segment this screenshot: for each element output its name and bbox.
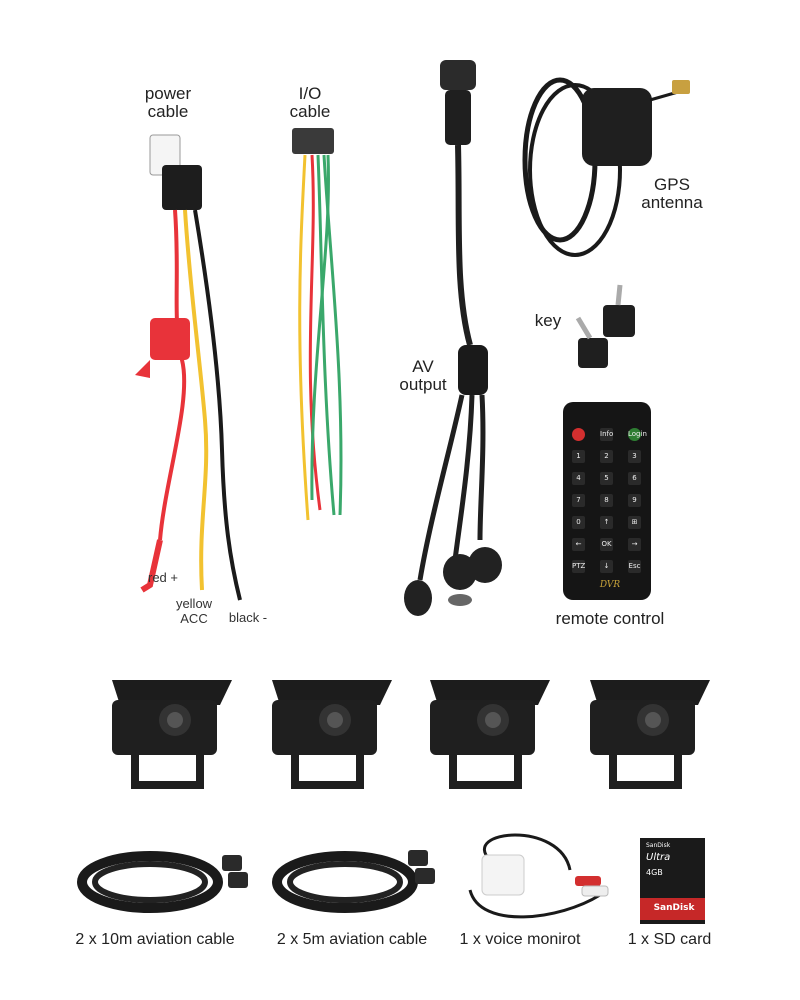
remote-brand: DVR [599, 580, 621, 590]
key-0: 0 [572, 516, 585, 529]
aviation-cable-5m [272, 850, 435, 913]
power-cable-label: power cable [144, 84, 192, 121]
key-9: 9 [628, 494, 641, 507]
yellow-wire-label: yellow ACC [175, 596, 213, 626]
remote-control-label: remote control [555, 609, 665, 628]
camera-1 [112, 680, 232, 789]
aviation-cable-10m [77, 851, 248, 913]
key-label: key [534, 311, 562, 330]
voice-monitor [468, 833, 609, 919]
io-cable-label: I/O cable [289, 84, 331, 121]
caption-voice-monitor: 1 x voice monirot [459, 931, 581, 948]
left-key: ← [572, 538, 585, 551]
key-6: 6 [628, 472, 641, 485]
sd-card-capacity: 4GB [646, 868, 663, 877]
login-key: Login [628, 428, 647, 441]
key-4: 4 [572, 472, 585, 485]
right-key: → [628, 538, 641, 551]
key-2: 2 [600, 450, 613, 463]
keys [575, 284, 635, 368]
info-key: Info [600, 428, 613, 441]
gps-antenna-label: GPS antenna [641, 175, 703, 212]
key-8: 8 [600, 494, 613, 507]
power-key [572, 428, 585, 441]
red-wire-label: red + [148, 570, 178, 585]
gps-antenna [522, 77, 690, 257]
sd-card-ultra-text: Ultra [646, 852, 671, 863]
grid-key: ⊞ [628, 516, 641, 529]
av-output-label: AV output [399, 357, 447, 394]
up-key: ↑ [600, 516, 613, 529]
black-wire-label: black - [228, 610, 268, 625]
key-1: 1 [572, 450, 585, 463]
key-3: 3 [628, 450, 641, 463]
caption-10m-cable: 2 x 10m aviation cable [75, 931, 235, 948]
esc-key: Esc [628, 560, 641, 573]
down-key: ↓ [600, 560, 613, 573]
key-5: 5 [600, 472, 613, 485]
sd-card [640, 838, 705, 924]
camera-3 [430, 680, 550, 789]
caption-5m-cable: 2 x 5m aviation cable [276, 931, 428, 948]
caption-sd-card: 1 x SD card [627, 931, 712, 948]
key-7: 7 [572, 494, 585, 507]
sd-card-top-text: SanDisk [646, 842, 671, 849]
ok-key: OK [600, 538, 613, 551]
ptz-key: PTZ [572, 560, 585, 573]
io-cable [292, 128, 343, 521]
sd-card-brand: SanDisk [653, 903, 695, 913]
power-cable [135, 134, 242, 601]
camera-2 [272, 680, 392, 789]
av-output-cable [404, 60, 502, 616]
camera-4 [590, 680, 710, 789]
